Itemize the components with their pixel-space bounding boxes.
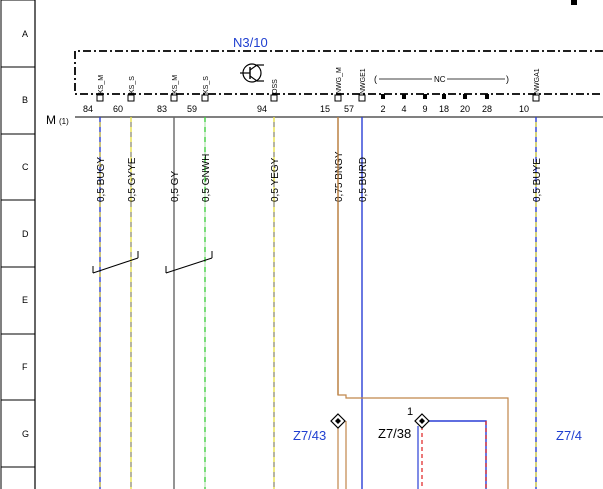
nc-pin-group: ( NC ) 2 4 9 18 20 28 <box>374 74 509 114</box>
wire-label: 0,5 BUGY <box>96 157 107 202</box>
pin-number: 60 <box>113 104 123 114</box>
pin-name: NWGE1 <box>360 68 367 94</box>
pin-number: 59 <box>187 104 197 114</box>
wire-label: 0,75 BNGY <box>334 151 345 202</box>
pin-terminal <box>201 94 209 102</box>
row-label: G <box>22 429 29 439</box>
pin-number: 83 <box>157 104 167 114</box>
pin-terminal <box>358 94 366 102</box>
connector-z7-4[interactable]: Z7/4 <box>556 428 582 443</box>
wire-label: 0,5 GY <box>170 171 181 202</box>
wire-label: 0,5 GNWH <box>201 154 212 202</box>
nc-pin-number: 2 <box>380 104 385 114</box>
wire-label: 0,5 BURD <box>358 157 369 202</box>
pin-number: 10 <box>519 104 529 114</box>
nc-pin-number: 18 <box>439 104 449 114</box>
connector-z7-43[interactable]: Z7/43 <box>293 413 346 443</box>
transistor-symbol-icon <box>240 63 264 83</box>
pin-terminal <box>532 94 540 102</box>
row-label: E <box>22 295 28 305</box>
row-label: C <box>22 162 29 172</box>
twisted-pair-marker-2 <box>165 251 213 274</box>
nc-label: NC <box>434 75 446 84</box>
row-label: F <box>22 362 28 372</box>
corner-marker <box>571 0 577 5</box>
connector-id: Z7/38 <box>378 426 411 441</box>
connector-id: Z7/43 <box>293 428 326 443</box>
nc-pin-number: 9 <box>422 104 427 114</box>
wire-label: 0,5 GYYE <box>127 157 138 202</box>
pin-name: KS_M <box>172 75 179 94</box>
row-ruler: A B C D E F G <box>0 0 36 489</box>
nc-pin-number: 4 <box>401 104 406 114</box>
row-label: D <box>22 229 29 239</box>
pin-number: 94 <box>257 104 267 114</box>
pin-terminal <box>270 94 278 102</box>
row-label: B <box>22 95 28 105</box>
lower-routing <box>337 117 509 489</box>
pin-name: OSS <box>272 79 279 94</box>
pin-number: 84 <box>83 104 93 114</box>
wire-label: 0,5 BUYE <box>532 158 543 202</box>
pin-terminal <box>334 94 342 102</box>
component-id: N3/10 <box>233 35 268 50</box>
wire-label: 0,5 YEGY <box>270 157 281 202</box>
pin-terminal <box>127 94 135 102</box>
pin-number: 15 <box>320 104 330 114</box>
row-label: A <box>22 29 28 39</box>
pin-name: NWGA1 <box>534 68 541 94</box>
pin-name: KS_S <box>129 76 136 94</box>
pin-terminal <box>170 94 178 102</box>
component-outline <box>74 50 603 95</box>
component-n3-10: N3/10 M (1) <box>46 35 603 127</box>
pin-name: KS_M <box>98 75 105 94</box>
connector-id: Z7/4 <box>556 428 582 443</box>
pin-number: 57 <box>344 104 354 114</box>
pin-name: KS_S <box>203 76 210 94</box>
nc-paren-close: ) <box>506 74 509 84</box>
nc-paren-open: ( <box>374 74 377 84</box>
pin-terminal <box>96 94 104 102</box>
connector-label: M <box>46 113 56 127</box>
pin-name: NWG_M <box>336 67 343 94</box>
twisted-pair-marker-1 <box>92 251 139 274</box>
connector-z7-38[interactable]: 1 Z7/38 <box>378 406 430 441</box>
connector-sub: (1) <box>59 117 69 126</box>
connector-pin: 1 <box>407 406 413 418</box>
nc-pin-number: 20 <box>460 104 470 114</box>
nc-pin-number: 28 <box>482 104 492 114</box>
pin-label-group: 84 KS_M 0,5 BUGY 60 KS_S 0,5 GYYE 83 KS_M 0,5 GY… <box>83 67 543 202</box>
